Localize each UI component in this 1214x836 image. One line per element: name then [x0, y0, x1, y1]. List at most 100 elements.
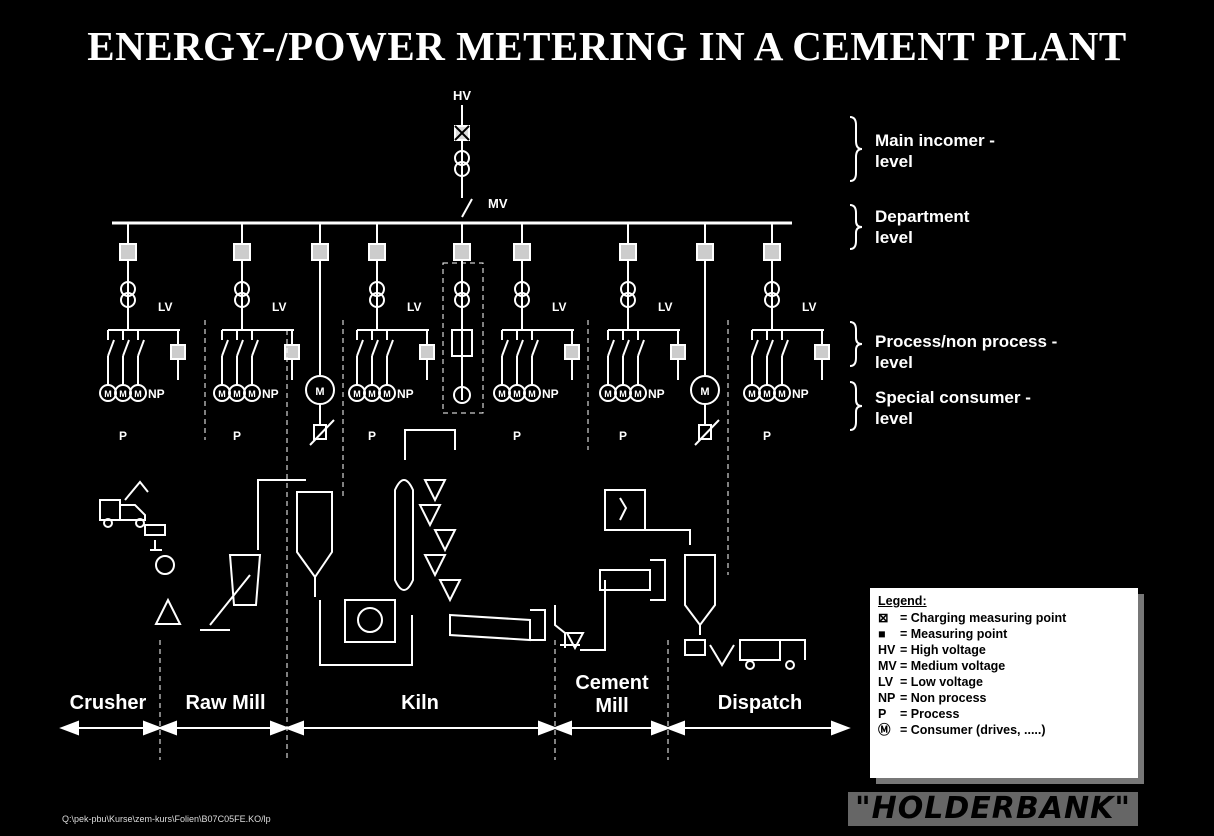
legend-key: LV [878, 675, 894, 689]
lv-label: LV [272, 300, 286, 314]
motor-label: M [513, 389, 521, 399]
truck-icon [99, 499, 146, 521]
measuring-point-icon [670, 344, 686, 360]
legend-key: MV [878, 659, 897, 673]
motor-label: M [119, 389, 127, 399]
process-label: P [763, 429, 771, 443]
transformer-icon [120, 281, 136, 297]
np-label: NP [542, 387, 559, 401]
legend-row: HV = High voltage [878, 642, 1130, 658]
np-label: NP [397, 387, 414, 401]
measuring-point-icon [233, 243, 251, 261]
transformer-icon [514, 281, 530, 297]
legend-header: Legend: [878, 594, 927, 608]
np-label: NP [148, 387, 165, 401]
measuring-point-icon [119, 243, 137, 261]
transformer-icon [234, 281, 250, 297]
motor-label: M [604, 389, 612, 399]
legend-text: = Non process [900, 691, 987, 705]
legend-text: = Measuring point [900, 627, 1008, 641]
process-label: P [368, 429, 376, 443]
motor-label: M [218, 389, 226, 399]
page-title: ENERGY-/POWER METERING IN A CEMENT PLANT [87, 23, 1127, 69]
legend-row: MV = Medium voltage [878, 658, 1130, 674]
crusher-icon [155, 555, 175, 575]
measuring-point-icon [619, 243, 637, 261]
motor-label: M [763, 389, 771, 399]
motor-label: M [248, 389, 256, 399]
np-label: NP [648, 387, 665, 401]
motor-label: M [528, 389, 536, 399]
legend-key: ⊠ [878, 611, 889, 625]
motor-label: M [700, 386, 709, 398]
measuring-point-icon [564, 344, 580, 360]
motor-icon [378, 384, 396, 402]
transformer-icon [454, 150, 470, 166]
measuring-point-icon [513, 243, 531, 261]
legend-key: NP [878, 691, 896, 705]
variable-resistor-icon [698, 424, 712, 440]
process-label: P [513, 429, 521, 443]
motor-label: M [353, 389, 361, 399]
legend-text: = Process [900, 707, 960, 721]
lv-label: LV [802, 300, 816, 314]
dc-motor-icon [453, 386, 471, 404]
section-kiln: Kiln [401, 692, 439, 714]
converter-icon [451, 329, 473, 357]
lv-label: LV [552, 300, 566, 314]
legend-key: Ⓜ [878, 723, 891, 737]
legend-row: P = Process [878, 706, 1130, 722]
motor-icon [773, 384, 791, 402]
legend-text: = High voltage [900, 643, 986, 657]
lv-label: LV [407, 300, 421, 314]
measuring-point-icon [368, 243, 386, 261]
section-crusher: Crusher [69, 692, 147, 714]
process-label: P [233, 429, 241, 443]
legend-key: HV [878, 643, 896, 657]
variable-resistor-icon [313, 424, 327, 440]
motor-icon [243, 384, 261, 402]
motor-label: M [104, 389, 112, 399]
legend-row: NP = Non process [878, 690, 1130, 706]
motor-label: M [778, 389, 786, 399]
legend-key: ■ [878, 627, 886, 641]
transformer-icon [369, 281, 385, 297]
kiln-fan-icon [344, 599, 396, 643]
legend-key: P [878, 707, 887, 721]
footer-file-path: Q:\pek-pbu\Kurse\zem-kurs\Folien\B07C05F… [62, 814, 271, 824]
holderbank-logo: "HOLDERBANK" [848, 792, 1138, 826]
measuring-point-icon [453, 243, 471, 261]
motor-label: M [498, 389, 506, 399]
transformer-icon [764, 281, 780, 297]
legend-text: = Medium voltage [900, 659, 1006, 673]
motor-icon [129, 384, 147, 402]
legend-row: LV = Low voltage [878, 674, 1130, 690]
lv-label: LV [158, 300, 172, 314]
np-label: NP [792, 387, 809, 401]
motor-label: M [315, 386, 324, 398]
mv-label: MV [488, 196, 508, 211]
motor-label: M [134, 389, 142, 399]
legend-row: Ⓜ= Consumer (drives, .....) [878, 722, 1130, 738]
hv-label: HV [453, 88, 471, 103]
rotary-kiln [449, 613, 531, 642]
section-raw-mill: Raw Mill [185, 692, 266, 714]
measuring-point-icon [311, 243, 329, 261]
level-special-consumer: Special consumer -level [875, 388, 1031, 428]
legend-text: = Low voltage [900, 675, 984, 689]
motor-icon [629, 384, 647, 402]
measuring-point-icon [170, 344, 186, 360]
level-process: Process/non process -level [875, 332, 1058, 372]
legend-row: ■ = Measuring point [878, 626, 1130, 642]
transformer-icon [454, 281, 470, 297]
process-label: P [619, 429, 627, 443]
special-consumer-box [442, 262, 484, 414]
measuring-point-icon [763, 243, 781, 261]
legend-row: ⊠= Charging measuring point [878, 610, 1130, 626]
mv-switch [461, 198, 473, 218]
cement-mill-separator [604, 489, 646, 531]
process-flow-sketch [99, 429, 806, 670]
